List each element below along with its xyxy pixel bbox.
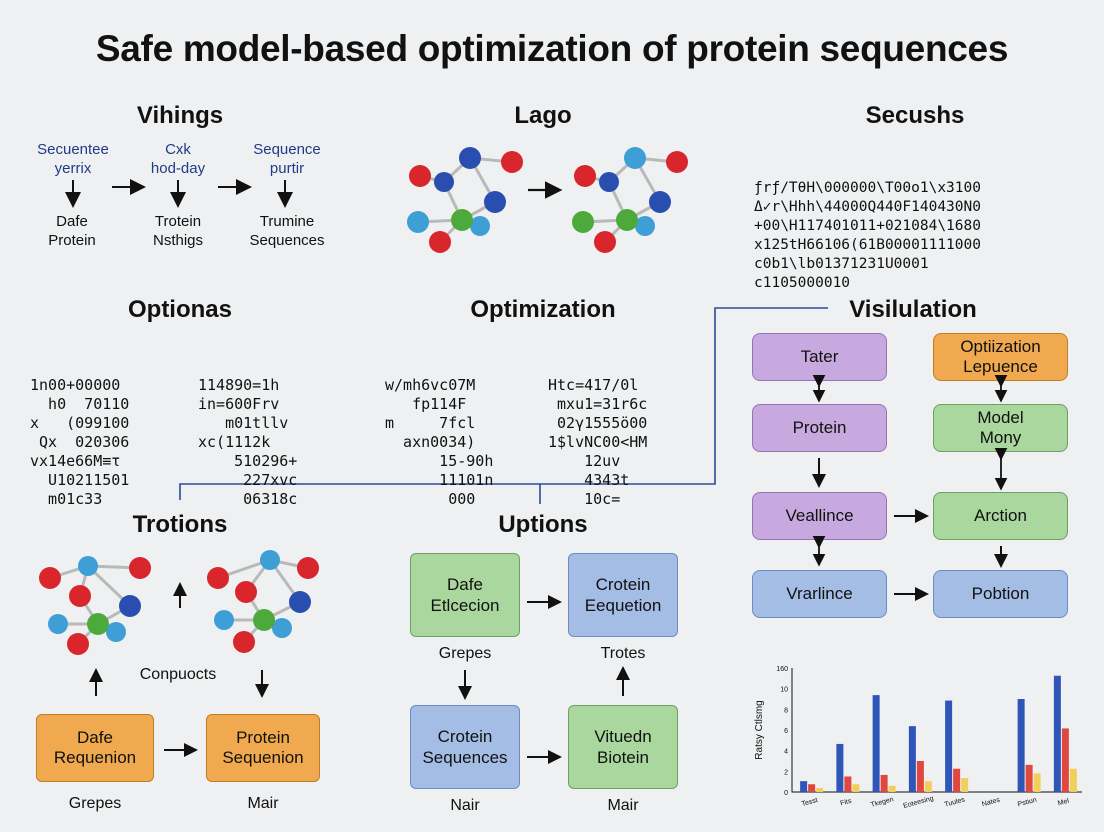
page-title: Safe model-based optimization of protein…: [95, 28, 1009, 69]
trotions-middle-label: Conpuocts: [139, 666, 217, 683]
chart-bar: [880, 774, 888, 792]
protein-box: Protein: [752, 404, 887, 452]
chart-axes: [791, 668, 1082, 793]
veallince-box: Veallince: [752, 492, 887, 540]
uptions-mid-label-2: Trotes: [600, 645, 646, 662]
molecule-right-icon: [572, 147, 688, 253]
chart-bar: [961, 778, 969, 792]
chart-x-tick: Tesst: [801, 797, 819, 808]
chart-bar: [1025, 764, 1033, 792]
optimization-title: Optimization: [470, 296, 616, 323]
chart-bar: [852, 784, 860, 792]
trotions-molecules: [39, 550, 319, 655]
chart-bar: [1061, 728, 1069, 792]
lago-molecules: [407, 147, 688, 253]
chart-bar: [808, 784, 816, 792]
chart-x-tick: Pstiun: [1017, 797, 1038, 809]
molecule-left-icon: [407, 147, 523, 253]
lago-title: Lago: [514, 102, 572, 129]
uptions-under-1: Nair: [450, 797, 480, 814]
chart-y-label: Ratsy Ctlsmg: [754, 700, 765, 759]
trotions-under-1: Grepes: [68, 795, 122, 812]
chart-bar: [953, 768, 961, 792]
chart-bar: [945, 700, 953, 792]
arction-box: Arction: [933, 492, 1068, 540]
visilulation-title: Visilulation: [828, 296, 998, 324]
trotions-title: Trotions: [132, 511, 228, 538]
chart-x-tick: Tkegen: [870, 796, 894, 809]
chart-x-tick: Tuules: [944, 796, 966, 808]
vrarlince-box: Vrarlince: [752, 570, 887, 618]
uptions-mid-label-1: Grepes: [438, 645, 492, 662]
pobtion-box: Pobtion: [933, 570, 1068, 618]
secushs-title: Secushs: [865, 102, 965, 129]
trotions-under-2: Mair: [247, 795, 279, 812]
chart-bar: [916, 761, 924, 792]
chart-y-tick: 0: [784, 790, 788, 797]
chart-x-tick: Fits: [840, 798, 853, 808]
chart-bar: [1017, 699, 1025, 792]
chart-bar: [888, 785, 896, 792]
chart-y-tick: 160: [776, 666, 788, 673]
chart-y-tick: 8: [784, 707, 788, 714]
chart-bar: [1069, 768, 1077, 792]
chart-bar: [836, 743, 844, 792]
chart-bar: [908, 726, 916, 792]
chart-y-tick: 6: [784, 728, 788, 735]
vihings-title: Vihings: [136, 102, 224, 129]
optionas-title: Optionas: [127, 296, 232, 323]
chart-y-tick: 10: [780, 687, 788, 694]
chart-bar: [1033, 773, 1041, 792]
chart-x-tick: Nates: [981, 797, 1001, 809]
molecule-right-icon: [207, 550, 319, 653]
connector-line: [179, 307, 830, 500]
chart-y-tick: 2: [784, 769, 788, 776]
chart-x-tick: Eoteesing: [903, 795, 935, 810]
chart-y-tick: 4: [784, 749, 788, 756]
uptions-title: Uptions: [498, 511, 588, 538]
chart-bar: [816, 788, 824, 792]
molecule-left-icon: [39, 556, 151, 655]
chart-bar: [872, 695, 880, 792]
chart-bar: [1053, 675, 1061, 792]
chart-bar: [844, 776, 852, 792]
chart-bar: [924, 781, 932, 792]
chart-bar: [800, 781, 808, 792]
uptions-under-2: Mair: [607, 797, 639, 814]
chart-x-tick: Mel: [1057, 798, 1070, 808]
